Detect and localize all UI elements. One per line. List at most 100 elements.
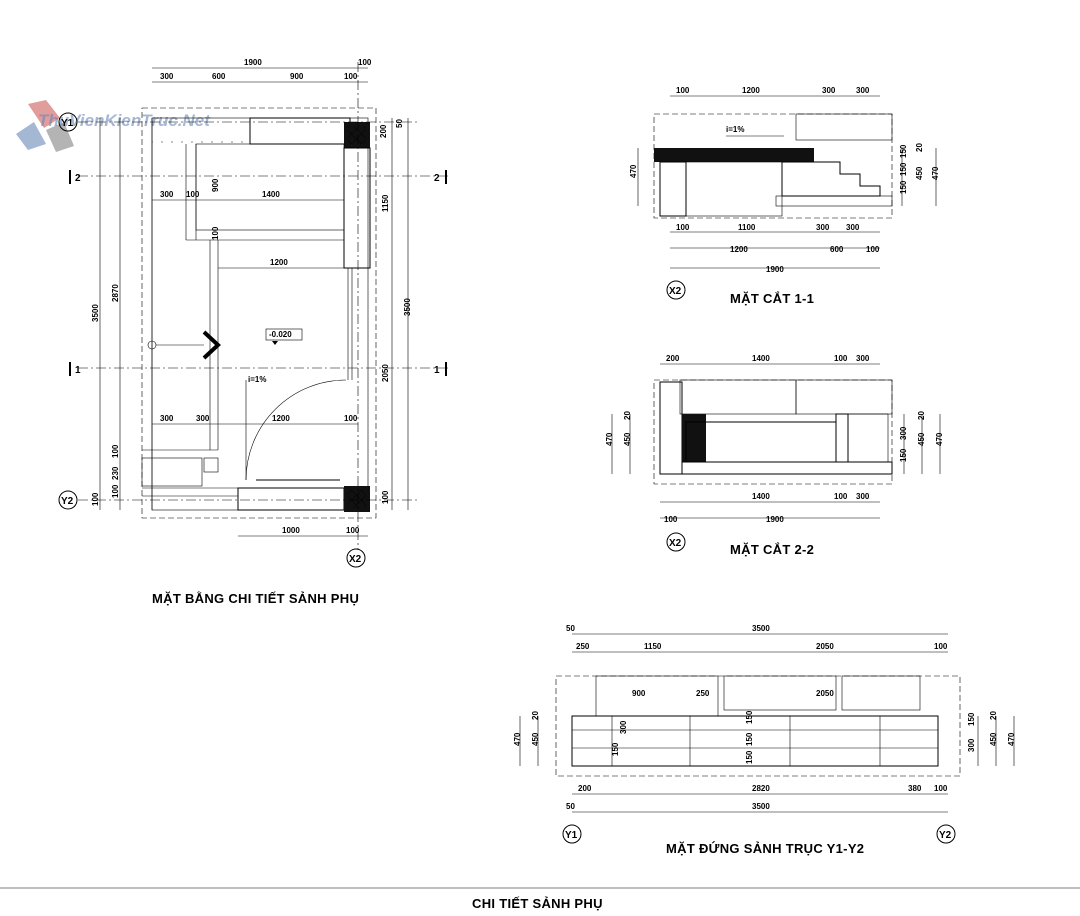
dimension-label: 300 xyxy=(856,492,870,501)
dimension-label: 20 xyxy=(917,411,926,420)
section-1-1-axis-label: X2 xyxy=(669,286,682,297)
dimension-label: 300 xyxy=(160,190,174,199)
section-2-2: 200 1400 100 300 1400 300 100 1900 100 4… xyxy=(605,354,944,557)
dimension-label: 380 xyxy=(908,784,922,793)
dimension-label: 1900 xyxy=(766,515,784,524)
dimension-label: 300 xyxy=(160,414,174,423)
dimension-label: 100 xyxy=(934,642,948,651)
axis-y1-label: Y1 xyxy=(61,118,74,129)
dimension-label: 470 xyxy=(629,164,638,178)
dimension-label: 2870 xyxy=(111,284,120,302)
section-1-1-slope: i=1% xyxy=(726,125,744,134)
dimension-label: 300 xyxy=(196,414,210,423)
section-mark-2-left: 2 xyxy=(75,173,81,184)
slope-label: i=1% xyxy=(248,375,266,384)
dimension-label: 1400 xyxy=(752,354,770,363)
plan-inner-dimensions: 300 100 1400 900 100 1200 300 300 1200 1… xyxy=(152,178,358,425)
dimension-label: 100 xyxy=(834,354,848,363)
dimension-label: 600 xyxy=(830,245,844,254)
right-wall xyxy=(343,147,371,269)
dimension-label: 1150 xyxy=(381,194,390,212)
dimension-label: 50 xyxy=(566,802,575,811)
dimension-label: 600 xyxy=(212,72,226,81)
dimension-label: 100 xyxy=(358,58,372,67)
plan-left-dimensions: 3500 2870 100 230 100 100 xyxy=(91,118,121,510)
dimension-label: 300 xyxy=(619,720,628,734)
dimension-label: 100 xyxy=(676,86,690,95)
dimension-label: 450 xyxy=(915,166,924,180)
dimension-label: 20 xyxy=(915,143,924,152)
dimension-label: 1900 xyxy=(244,58,262,67)
dimension-label: 300 xyxy=(846,223,860,232)
sheet-title: CHI TIẾT SẢNH PHỤ xyxy=(472,896,603,911)
fill-core xyxy=(685,161,783,217)
dimension-label: 450 xyxy=(531,732,540,746)
dimension-label: 150 xyxy=(745,732,754,746)
dimension-label: 1200 xyxy=(272,414,290,423)
dimension-label: 450 xyxy=(917,432,926,446)
dimension-label: 3500 xyxy=(752,802,770,811)
watermark-text: ThuVienKienTruc.Net xyxy=(38,111,211,130)
dimension-label: 300 xyxy=(967,738,976,752)
dimension-label: 100 xyxy=(344,72,358,81)
elevation-axis-y1-label: Y1 xyxy=(565,830,578,841)
dimension-label: 100 xyxy=(346,526,360,535)
dimension-label: 100 xyxy=(664,515,678,524)
dimension-label: 100 xyxy=(211,226,220,240)
section-mark-2-right: 2 xyxy=(434,173,440,184)
dimension-label: 100 xyxy=(344,414,358,423)
dimension-label: 1400 xyxy=(752,492,770,501)
level-label: -0.020 xyxy=(269,330,292,339)
dimension-label: 200 xyxy=(379,124,388,138)
dimension-label: 450 xyxy=(989,732,998,746)
dimension-label: 100 xyxy=(381,490,390,504)
dimension-label: 100 xyxy=(834,492,848,501)
dimension-label: 100 xyxy=(186,190,200,199)
door-swing xyxy=(245,379,347,481)
dimension-label: 20 xyxy=(531,711,540,720)
dimension-label: 230 xyxy=(111,466,120,480)
section-2-2-axis-label: X2 xyxy=(669,538,682,549)
dimension-label: 470 xyxy=(931,166,940,180)
dimension-label: 300 xyxy=(160,72,174,81)
dimension-label: 1900 xyxy=(766,265,784,274)
dimension-label: 1150 xyxy=(644,642,662,651)
dimension-label: 150 xyxy=(967,712,976,726)
dimension-label: 470 xyxy=(1007,732,1016,746)
plan-right-dimensions: 50 200 1150 3500 2050 100 xyxy=(379,118,412,510)
dimension-label: 250 xyxy=(696,689,710,698)
elevation-axis-y2-label: Y2 xyxy=(939,830,952,841)
plan-title: MẶT BẰNG CHI TIẾT SẢNH PHỤ xyxy=(152,591,359,606)
dimension-label: 2050 xyxy=(381,364,390,382)
axis-x2-bubble xyxy=(346,548,366,568)
dimension-label: 1200 xyxy=(730,245,748,254)
dimension-label: 300 xyxy=(899,426,908,440)
dimension-label: 100 xyxy=(676,223,690,232)
dimension-label: 3500 xyxy=(403,298,412,316)
dimension-label: 1100 xyxy=(738,223,756,232)
dimension-label: 100 xyxy=(91,492,100,506)
dimension-label: 300 xyxy=(856,86,870,95)
dimension-label: 300 xyxy=(856,354,870,363)
section-1-1: i=1% 100 1200 300 300 100 1100 300 300 1… xyxy=(629,86,940,306)
dimension-label: 900 xyxy=(632,689,646,698)
dimension-label: 900 xyxy=(211,178,220,192)
dimension-label: 450 xyxy=(623,432,632,446)
dimension-label: 100 xyxy=(111,444,120,458)
section-2-2-core xyxy=(685,421,837,463)
dimension-label: 150 xyxy=(899,180,908,194)
dimension-label: 100 xyxy=(934,784,948,793)
dimension-label: 50 xyxy=(395,119,404,128)
dimension-label: 1000 xyxy=(282,526,300,535)
plan-bottom-dimensions: 1000 100 xyxy=(238,526,368,537)
plan-view: -0.020 i=1% Y1 Y2 X2 2 2 1 1 1900 300 60… xyxy=(58,58,450,606)
elevation-base xyxy=(571,715,939,767)
elevation-axis-y2-bubble xyxy=(936,824,956,844)
elevation-axis-y1-bubble xyxy=(562,824,582,844)
bottom-wall xyxy=(237,487,345,511)
dimension-label: 900 xyxy=(290,72,304,81)
dimension-label: 2050 xyxy=(816,689,834,698)
dimension-label: 20 xyxy=(623,411,632,420)
dimension-label: 150 xyxy=(899,144,908,158)
dimension-label: 200 xyxy=(578,784,592,793)
